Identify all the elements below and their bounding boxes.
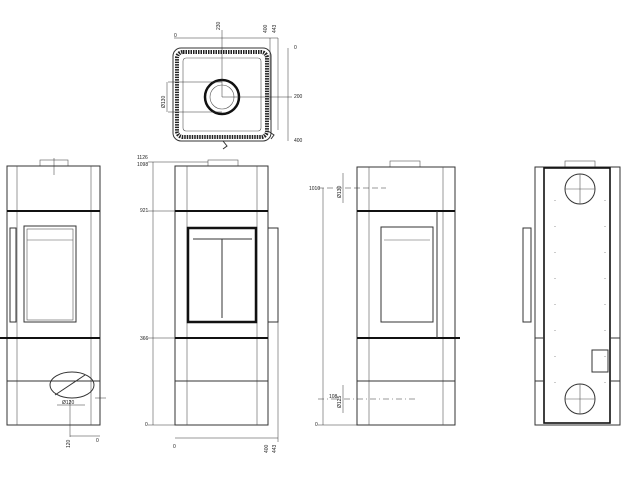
- top-dim-0: 0: [294, 45, 297, 51]
- top-dim-200: 200: [294, 94, 303, 100]
- top-diameter: Ø130: [161, 96, 167, 108]
- top-dim-0-left: 0: [174, 33, 177, 39]
- front-view: 1126 1098 921 366 0 0 400 443: [137, 155, 279, 453]
- left-side-view: Ø120 120 0: [0, 158, 106, 448]
- front-h-0: 0: [145, 422, 148, 428]
- top-dim-400-right: 400: [294, 138, 303, 144]
- front-h-1126: 1126: [137, 155, 148, 161]
- side-diameter-bottom: Ø125: [337, 396, 343, 408]
- top-view: 0 230 400 443 0 200 400 Ø130: [161, 21, 303, 150]
- back-view: [522, 160, 621, 426]
- side-h-1010: 1010: [309, 186, 320, 192]
- front-h-366: 366: [140, 336, 149, 342]
- front-door: [186, 226, 258, 324]
- front-w-400: 400: [264, 444, 270, 453]
- side-h-108: 108: [329, 394, 338, 400]
- left-dim-0: 0: [96, 438, 99, 444]
- side-h-0: 0: [315, 422, 318, 428]
- front-w-0: 0: [173, 444, 176, 450]
- top-dim-443: 443: [272, 24, 278, 33]
- top-dim-230: 230: [216, 21, 222, 30]
- left-diameter: Ø120: [62, 400, 74, 406]
- front-h-1098: 1098: [137, 162, 148, 168]
- right-side-view: 1010 Ø130 108 Ø125 0: [309, 160, 460, 428]
- top-dim-400: 400: [263, 24, 269, 33]
- side-diameter-top: Ø130: [337, 186, 343, 198]
- front-w-443: 443: [272, 444, 278, 453]
- left-dim-120: 120: [66, 439, 72, 448]
- front-h-921: 921: [140, 208, 149, 214]
